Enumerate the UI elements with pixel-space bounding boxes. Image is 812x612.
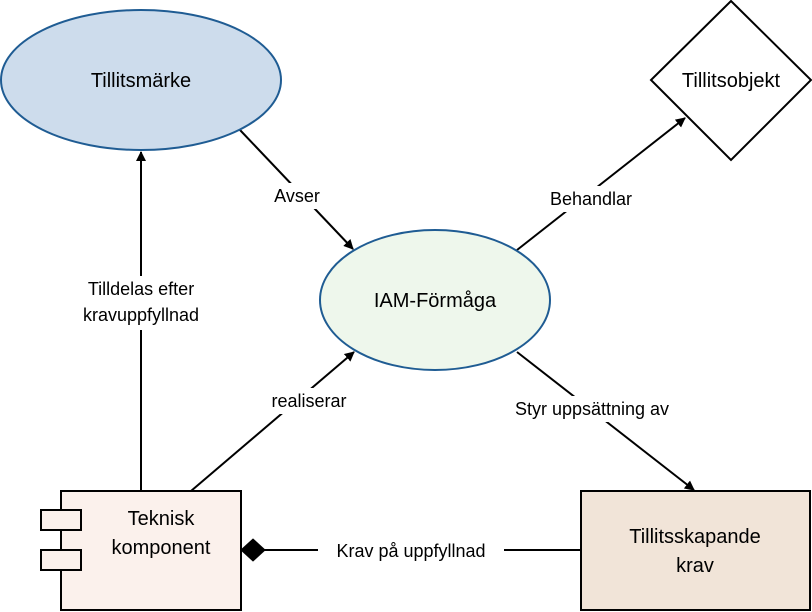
component-port-icon — [40, 509, 82, 531]
node-teknisk-komponent-line1: Teknisk — [128, 508, 196, 530]
edge-label-styr: Styr uppsättning av — [515, 399, 669, 419]
node-teknisk-komponent-line2: komponent — [112, 537, 211, 559]
node-tillitsskapande-krav-line1: Tillitsskapande — [629, 526, 761, 548]
node-tillitsskapande-krav-line2: krav — [676, 555, 714, 577]
node-tillitsobjekt-label: Tillitsobjekt — [682, 70, 781, 92]
edge-label-tilldelas-line2: kravuppfyllnad — [83, 305, 199, 325]
node-iam-formaga[interactable]: IAM-Förmåga — [319, 229, 551, 371]
edge-label-behandlar: Behandlar — [550, 189, 632, 209]
node-tillitsmarke-label: Tillitsmärke — [91, 70, 191, 92]
edge-realiserar-line — [190, 351, 355, 492]
node-tillitsmarke[interactable]: Tillitsmärke — [0, 9, 282, 151]
edge-behandlar-line — [516, 117, 686, 251]
node-teknisk-komponent[interactable]: Teknisk komponent — [40, 490, 242, 611]
node-iam-formaga-label: IAM-Förmåga — [374, 290, 497, 312]
edge-label-avser: Avser — [274, 186, 320, 206]
edge-label-realiserar: realiserar — [271, 391, 346, 411]
component-port-icon — [40, 549, 82, 571]
node-tillitsobjekt[interactable]: Tillitsobjekt — [649, 0, 812, 162]
node-tillitsskapande-krav[interactable]: Tillitsskapande krav — [580, 490, 811, 611]
composition-diamond-icon — [240, 538, 266, 562]
edge-label-tilldelas-line1: Tilldelas efter — [88, 279, 194, 299]
edge-label-krav: Krav på uppfyllnad — [336, 541, 485, 561]
